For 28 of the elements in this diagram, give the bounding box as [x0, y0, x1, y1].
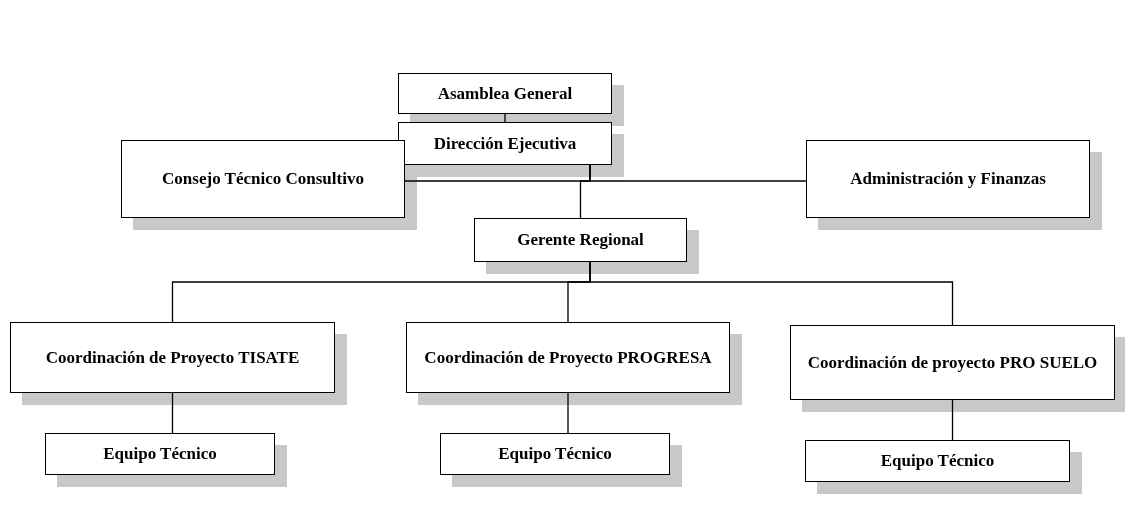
org-box	[790, 325, 1115, 400]
box-label: Administración y Finanzas	[850, 168, 1046, 191]
box-label: Consejo Técnico Consultivo	[162, 168, 364, 191]
connector-line	[567, 392, 569, 434]
org-box	[440, 433, 670, 475]
connector-line	[579, 164, 591, 219]
box-label: Coordinación de Proyecto TISATE	[45, 346, 300, 369]
org-box	[398, 122, 612, 165]
connector-line	[589, 261, 954, 326]
box-label: Equipo Técnico	[498, 443, 612, 466]
org-box	[474, 218, 687, 262]
connector-line	[951, 399, 954, 441]
connector-line	[504, 113, 506, 123]
org-box	[406, 322, 730, 393]
org-box	[45, 433, 275, 475]
box-label: Equipo Técnico	[880, 450, 995, 473]
org-box	[806, 140, 1090, 218]
box-label: Equipo Técnico	[103, 443, 217, 466]
org-box	[398, 73, 612, 114]
org-box	[805, 440, 1070, 482]
connector-line	[171, 392, 174, 434]
box-label: Asamblea General	[437, 82, 573, 105]
box-label: Gerente Regional	[517, 229, 644, 252]
box-label: Coordinación de proyecto PRO SUELO	[807, 351, 1098, 374]
org-box	[121, 140, 405, 218]
org-box	[10, 322, 335, 393]
box-label: Coordinación de Proyecto PROGRESA	[424, 346, 712, 369]
box-label: Dirección Ejecutiva	[433, 132, 577, 155]
